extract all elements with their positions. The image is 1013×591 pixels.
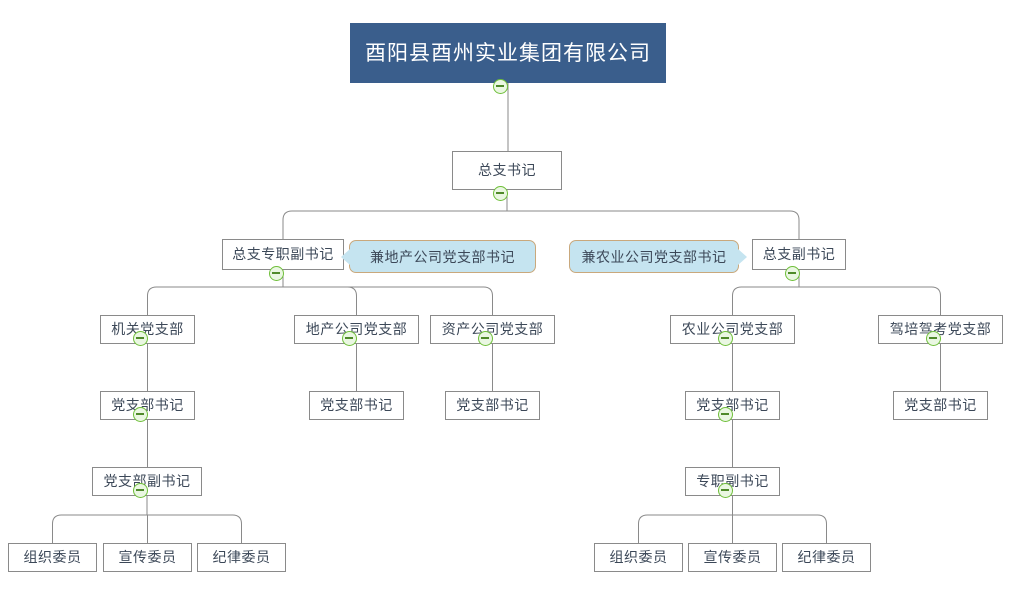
org-node-n-dzbsj-2[interactable]: 党支部书记 — [309, 391, 404, 420]
collapse-toggle-minus-icon[interactable] — [477, 330, 493, 346]
org-node-n-zzwy-l[interactable]: 组织委员 — [8, 543, 97, 572]
org-node-n-zzfsj[interactable]: 总支副书记 — [752, 239, 846, 270]
collapse-toggle-minus-icon[interactable] — [132, 330, 148, 346]
k-right-lvl4-drop-0 — [732, 286, 799, 315]
k-left-lvl4-drop-2 — [283, 286, 493, 315]
k-left-wy-drop-2 — [147, 514, 242, 543]
k-right-lvl4-drop-1 — [799, 286, 941, 315]
org-node-n-nygsdzb[interactable]: 农业公司党支部 — [670, 315, 795, 344]
org-node-n-dzbsj-5[interactable]: 党支部书记 — [893, 391, 988, 420]
k-left-lvl4-drop-0 — [147, 286, 283, 315]
org-node-n-jlwy-r[interactable]: 纪律委员 — [782, 543, 871, 572]
org-node-n-xcwy-l[interactable]: 宣传委员 — [103, 543, 192, 572]
org-node-n-dzbsj-1[interactable]: 党支部书记 — [100, 391, 195, 420]
k-left-lvl4-drop-1 — [283, 286, 357, 315]
collapse-toggle-minus-icon[interactable] — [341, 330, 357, 346]
org-node-n-dcgsdzb[interactable]: 地产公司党支部 — [294, 315, 419, 344]
collapse-toggle-minus-icon[interactable] — [717, 482, 733, 498]
org-root-node[interactable]: 酉阳县酉州实业集团有限公司 — [350, 23, 666, 83]
org-node-n-zzzzfsj[interactable]: 总支专职副书记 — [222, 239, 344, 270]
collapse-toggle-minus-icon[interactable] — [132, 406, 148, 422]
org-callout-c-nongye[interactable]: 兼农业公司党支部书记 — [569, 240, 748, 273]
collapse-toggle-minus-icon[interactable] — [132, 482, 148, 498]
collapse-toggle-minus-icon[interactable] — [492, 78, 508, 94]
k-zzsj-lvl3-drop-1 — [507, 210, 800, 239]
org-node-n-zzfsj2[interactable]: 专职副书记 — [685, 467, 780, 496]
org-node-n-jpjkdzb[interactable]: 驾培驾考党支部 — [878, 315, 1003, 344]
k-right-wy-drop-0 — [638, 514, 733, 543]
org-node-n-zzwy-r[interactable]: 组织委员 — [594, 543, 683, 572]
org-node-n-jlwy-l[interactable]: 纪律委员 — [197, 543, 286, 572]
callout-label: 兼农业公司党支部书记 — [581, 249, 727, 266]
org-node-n-xcwy-r[interactable]: 宣传委员 — [688, 543, 777, 572]
collapse-toggle-minus-icon[interactable] — [925, 330, 941, 346]
collapse-toggle-minus-icon[interactable] — [268, 265, 284, 281]
collapse-toggle-minus-icon[interactable] — [492, 185, 508, 201]
callout-tail-icon — [341, 248, 350, 265]
collapse-toggle-minus-icon[interactable] — [784, 265, 800, 281]
org-node-n-jgdzb[interactable]: 机关党支部 — [100, 315, 195, 344]
k-right-wy-drop-2 — [732, 514, 827, 543]
org-node-n-dzbsj-3[interactable]: 党支部书记 — [445, 391, 540, 420]
k-zzsj-lvl3-drop-0 — [282, 210, 507, 239]
k-left-wy-drop-0 — [52, 514, 147, 543]
org-node-n-zzsj[interactable]: 总支书记 — [452, 151, 562, 190]
collapse-toggle-minus-icon[interactable] — [717, 330, 733, 346]
callout-tail-icon — [738, 248, 747, 265]
callout-label: 兼地产公司党支部书记 — [370, 249, 515, 266]
org-callout-c-dichan[interactable]: 兼地产公司党支部书记 — [340, 240, 536, 273]
collapse-toggle-minus-icon[interactable] — [717, 406, 733, 422]
org-node-n-zcgsdzb[interactable]: 资产公司党支部 — [430, 315, 555, 344]
org-node-n-dzbsj-4[interactable]: 党支部书记 — [685, 391, 780, 420]
org-node-n-dzbfsj[interactable]: 党支部副书记 — [92, 467, 202, 496]
